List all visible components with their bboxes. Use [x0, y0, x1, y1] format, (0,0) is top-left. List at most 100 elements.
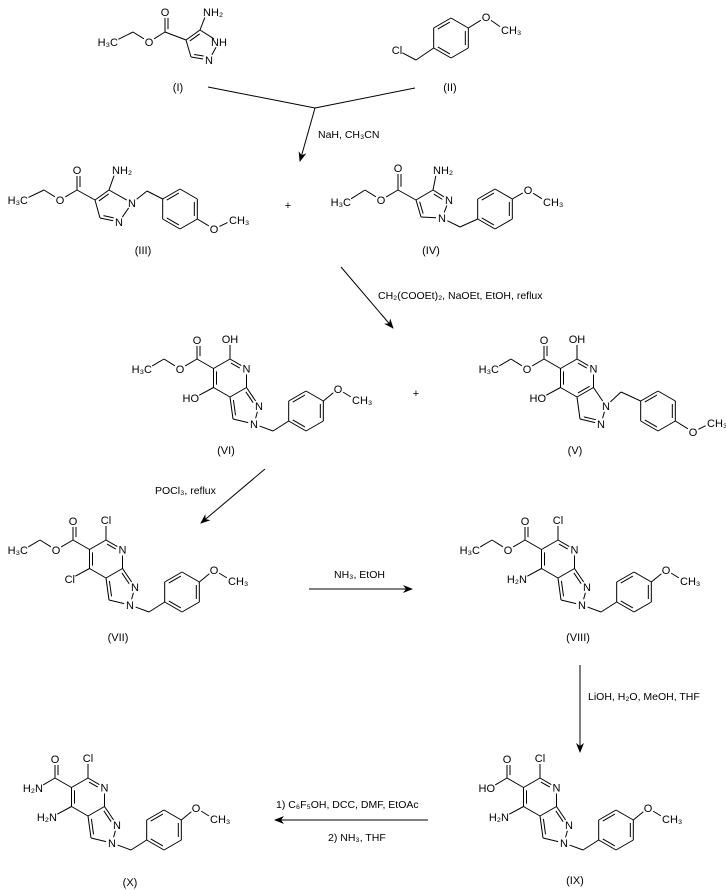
atom-label-ethyl: H₃C	[8, 195, 28, 207]
bond	[122, 568, 133, 583]
bond	[105, 539, 118, 547]
bond	[459, 218, 478, 228]
bond	[60, 539, 74, 548]
atom-label-carbonyl-o: O	[521, 516, 530, 528]
bond	[121, 207, 130, 218]
double-bond-line	[168, 575, 182, 584]
atom-label-ring-n: N	[553, 782, 561, 794]
bond	[433, 17, 452, 29]
bond	[509, 806, 524, 815]
atom-label-c4: HO	[183, 393, 200, 405]
atom-label-x: O	[523, 364, 532, 376]
atom-label-n2: N	[578, 600, 586, 612]
atom-label-top: OH	[222, 334, 239, 346]
double-bond-line	[88, 781, 99, 788]
bond	[135, 606, 150, 613]
bond	[305, 390, 324, 402]
atom-label-x: O	[145, 37, 154, 49]
atom-label-ethyl: H₃C	[132, 364, 152, 376]
bond	[75, 568, 90, 577]
double-bond-line	[481, 217, 495, 226]
atom-label-n1: NH	[211, 37, 227, 49]
bond	[146, 809, 165, 821]
atom-label-ome-ch3: CH₃	[352, 395, 372, 407]
bond	[576, 387, 594, 398]
bond	[402, 52, 417, 61]
bond	[443, 205, 448, 213]
bond	[162, 188, 181, 200]
double-bond-line	[150, 813, 164, 822]
atom-label-carbonyl-o: O	[503, 754, 512, 766]
bond	[615, 809, 634, 821]
atom-label-n2: N	[205, 55, 213, 67]
bond	[218, 572, 228, 579]
bond	[42, 777, 56, 786]
bond	[87, 806, 105, 817]
bond	[477, 218, 496, 230]
atom-label-ome-o: O	[662, 565, 671, 577]
bond	[163, 809, 182, 821]
bond	[532, 192, 543, 200]
atom-label-n1: N	[565, 820, 573, 832]
bond	[523, 777, 541, 788]
bond	[71, 777, 89, 788]
atom-label-ring-n: N	[119, 544, 127, 556]
atom-label-ome-ch3: CH₃	[210, 814, 230, 826]
bond	[616, 571, 635, 583]
bond	[179, 188, 198, 200]
bond	[512, 192, 524, 200]
bond	[342, 391, 352, 398]
bond	[587, 606, 602, 613]
atom-label-x: O	[504, 545, 513, 557]
atom-label-carbonyl-o: O	[540, 335, 549, 347]
bond	[190, 56, 204, 60]
bond	[197, 218, 210, 227]
bond	[148, 601, 165, 613]
bond	[450, 47, 469, 59]
bond	[151, 358, 165, 367]
double-bond-line	[577, 385, 590, 394]
merge-line-right	[314, 87, 416, 109]
atom-label-c4: H₂N	[489, 812, 509, 824]
bond	[200, 810, 210, 817]
double-bond-line	[583, 416, 596, 421]
bond	[64, 189, 78, 198]
bond	[491, 539, 504, 548]
bond	[569, 844, 584, 851]
bond	[432, 175, 437, 191]
double-bond-line	[437, 21, 451, 30]
bond	[94, 189, 110, 201]
atom-label-ome-ch3: CH₃	[229, 215, 249, 227]
reagent-step6b: 2) NH₃, THF	[328, 832, 386, 844]
double-bond-line	[103, 215, 114, 219]
bond	[259, 425, 274, 432]
reagent-step4: NH₃, EtOH	[334, 569, 385, 581]
atom-label-ethyl: H₃C	[98, 37, 118, 49]
bond	[105, 577, 110, 601]
bond	[229, 396, 234, 420]
double-bond-line	[230, 362, 241, 369]
bond	[179, 218, 198, 230]
bond	[104, 806, 115, 821]
bond	[113, 830, 116, 838]
bond	[76, 189, 96, 201]
bond	[657, 390, 676, 402]
atom-label-x: O	[176, 364, 185, 376]
double-bond-line	[620, 600, 634, 609]
reagent-step3: POCl₃, reflux	[155, 485, 217, 497]
bond	[272, 420, 289, 432]
atom-label-ome-o: O	[689, 427, 698, 439]
plus-sign: +	[413, 388, 419, 400]
bond	[211, 47, 217, 55]
atom-label-n1: N	[131, 582, 139, 594]
compound-id-I: (I)	[173, 82, 183, 94]
atom-label-ome-ch3: CH₃	[501, 25, 521, 37]
atom-label-nh2: NH₂	[433, 165, 453, 177]
bond	[539, 815, 544, 839]
bond	[132, 31, 145, 40]
